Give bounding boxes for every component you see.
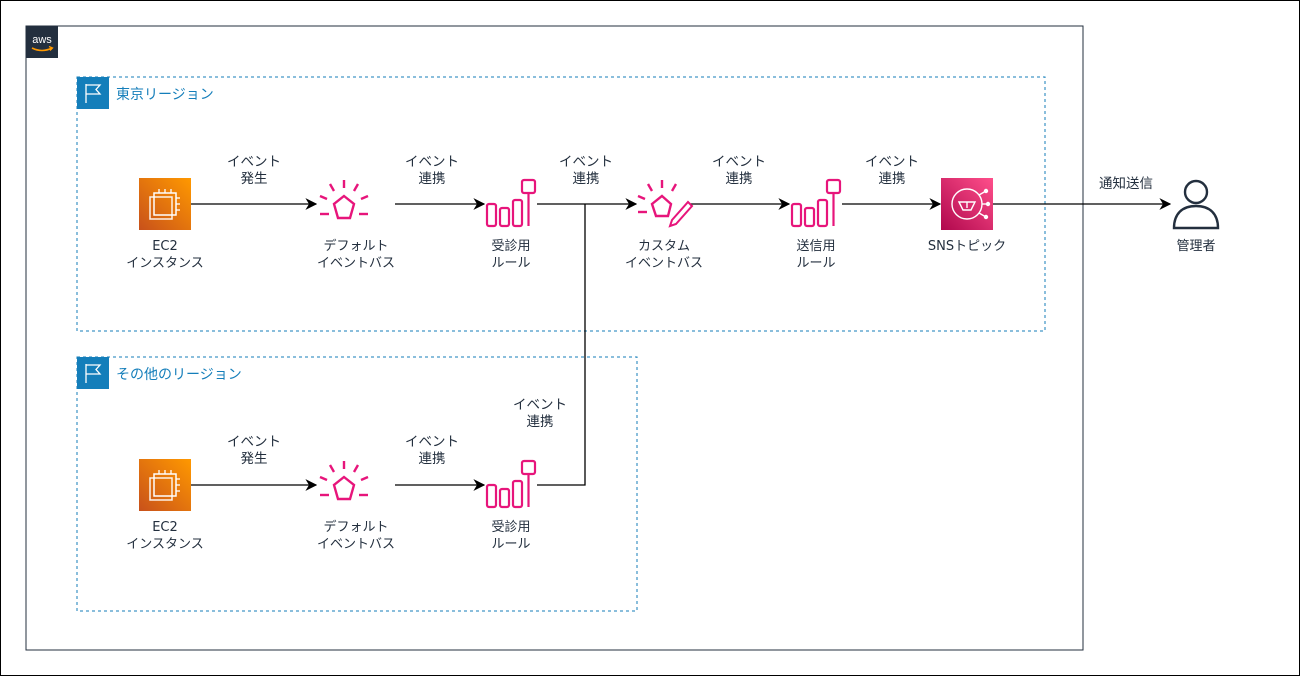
custom-bus-label: カスタムイベントバス: [624, 239, 704, 271]
ec2-instance-icon: [139, 459, 191, 511]
send-rule-label: 送信用ルール: [796, 239, 836, 271]
edge-label: イベント連携: [405, 434, 459, 467]
aws-logo-icon: aws: [26, 26, 58, 58]
tokyo-receive-rule-label: 受診用ルール: [491, 239, 531, 271]
edge-label: イベント連携: [712, 154, 766, 187]
edge-label: 通知送信: [1099, 176, 1153, 192]
eventbridge-rule-icon: [485, 178, 537, 228]
edge-label: イベント発生: [227, 434, 281, 467]
sns-topic-label: SNSトピック: [927, 239, 1007, 254]
region-flag-icon: [77, 357, 109, 389]
ec2-instance-icon: [139, 178, 191, 230]
eventbridge-event-bus-icon: [319, 461, 369, 501]
eventbridge-event-bus-icon: [319, 180, 369, 220]
tokyo-region-title: 東京リージョン: [116, 87, 214, 103]
edge-other-rule-to-custom-bus: [537, 204, 586, 486]
admin-label: 管理者: [1176, 239, 1216, 254]
other-region-group: [76, 356, 638, 612]
eventbridge-rule-icon: [485, 459, 537, 509]
edge-label: イベント発生: [227, 154, 281, 187]
user-icon: [1172, 179, 1220, 230]
eventbridge-rule-icon: [790, 178, 842, 228]
other-default-bus-label: デフォルトイベントバス: [316, 520, 396, 552]
region-flag-icon: [77, 77, 109, 109]
aws-cloud-group: [25, 25, 1084, 651]
edge-label: イベント連携: [513, 397, 567, 430]
edge-label: イベント連携: [405, 154, 459, 187]
other-region-title: その他のリージョン: [116, 367, 242, 383]
edge-label: イベント連携: [865, 154, 919, 187]
edge-label: イベント連携: [559, 154, 613, 187]
tokyo-default-bus-label: デフォルトイベントバス: [316, 239, 396, 271]
eventbridge-custom-bus-icon: [637, 180, 694, 228]
other-receive-rule-label: 受診用ルール: [491, 520, 531, 552]
aws-logo-text: aws: [32, 34, 52, 46]
sns-topic-icon: [941, 178, 993, 230]
